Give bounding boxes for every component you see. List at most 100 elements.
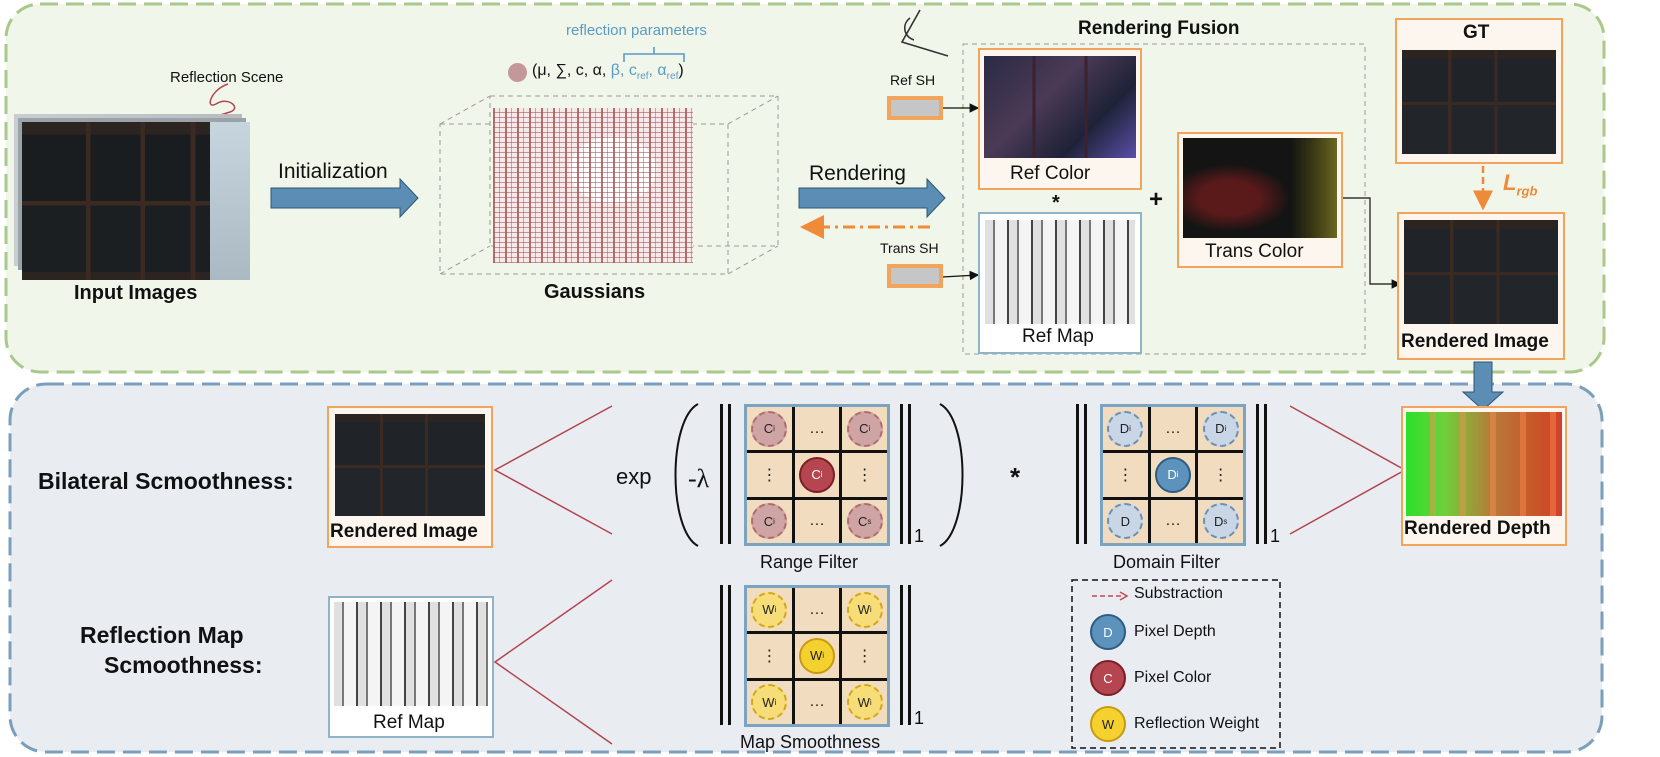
gt-label: GT: [1463, 22, 1490, 43]
filter-multiply: *: [1010, 462, 1021, 492]
bottom-rendered-image: [335, 414, 485, 516]
ref-color-label: Ref Color: [1010, 163, 1091, 184]
rendered-depth-label: Rendered Depth: [1404, 518, 1551, 539]
reflection-map-label-line1: Reflection Map: [80, 622, 244, 648]
legend-box: [1071, 579, 1281, 749]
camera-icon: [900, 9, 949, 57]
param-bracket: [623, 47, 685, 62]
rendered-image: [1404, 220, 1558, 324]
ref-map-image: [985, 220, 1135, 324]
ref-color-image: [984, 56, 1136, 158]
fusion-plus: +: [1149, 186, 1164, 213]
bottom-ref-map-image: [334, 602, 488, 706]
legend-pixel-color-label: Pixel Color: [1134, 669, 1212, 686]
reflection-scene-label: Reflection Scene: [170, 69, 284, 86]
legend-pixel-depth-icon: D: [1090, 614, 1126, 650]
legend-pixel-color-icon: C: [1090, 660, 1126, 696]
rendering-arrow: [798, 177, 946, 219]
range-cell-7: …: [794, 499, 840, 543]
gaussians-label: Gaussians: [544, 281, 646, 303]
map-ellipsis: ⋮: [761, 647, 778, 665]
legend-subtraction-label: Substraction: [1134, 585, 1223, 602]
range-cell-5: ⋮: [842, 453, 887, 497]
trans-color-image: [1183, 138, 1337, 238]
legend-reflection-weight-label: Reflection Weight: [1134, 715, 1260, 732]
range-cell-1: …: [794, 407, 840, 451]
bottom-ref-map-label: Ref Map: [373, 712, 445, 733]
map-cell-3: ⋮: [747, 634, 792, 678]
rendered-image-label: Rendered Image: [1401, 331, 1549, 352]
fusion-multiply: *: [1052, 192, 1060, 214]
domain-cell-6: D: [1103, 499, 1148, 543]
legend-pixel-depth-label: Pixel Depth: [1134, 623, 1216, 640]
domain-cell-5: ⋮: [1198, 453, 1243, 497]
domain-ellipsis: ⋮: [1117, 466, 1134, 484]
domain-norm-sub: 1: [1270, 526, 1281, 546]
range-norm-sub: 1: [914, 526, 925, 546]
legend-reflection-weight-icon: W: [1090, 706, 1126, 742]
domain-cell-3: ⋮: [1103, 453, 1148, 497]
range-ellipsis: ⋮: [761, 466, 778, 484]
reflection-parameters-label: reflection parameters: [566, 22, 707, 39]
ref-map-label: Ref Map: [1022, 326, 1094, 347]
domain-ellipsis: ⋮: [1212, 466, 1229, 484]
rendering-fusion-title: Rendering Fusion: [1078, 18, 1240, 39]
initialization-label: Initialization: [278, 160, 388, 183]
map-norm-sub: 1: [914, 708, 925, 728]
gaussian-params: (μ, ∑, c, α, β, cref, αref): [532, 62, 684, 83]
domain-cell-1: …: [1150, 407, 1196, 451]
domain-ellipsis: …: [1164, 512, 1181, 530]
trans-sh-block: [887, 264, 943, 288]
input-images-label: Input Images: [74, 282, 198, 304]
reflection-map-label-line2: Scmoothness:: [104, 652, 263, 678]
depth-down-arrow: [1461, 361, 1505, 411]
domain-filter-label: Domain Filter: [1113, 552, 1221, 572]
trans-color-label: Trans Color: [1205, 241, 1304, 262]
range-filter-label: Range Filter: [760, 552, 859, 572]
map-cell-7: …: [794, 680, 840, 724]
ref-sh-block: [887, 96, 943, 120]
ref-sh-label: Ref SH: [890, 72, 936, 88]
range-ellipsis: …: [808, 512, 825, 530]
rendered-depth-image: [1406, 412, 1562, 516]
neg-lambda-label: -λ: [688, 464, 710, 493]
bilateral-smoothness-label: Bilateral Scmoothness:: [38, 468, 294, 494]
map-ellipsis: …: [808, 693, 825, 711]
rendering-fusion-box: [962, 43, 1366, 355]
map-ellipsis: ⋮: [856, 647, 873, 665]
map-ellipsis: …: [808, 600, 825, 618]
loss-label: Lrgb: [1503, 170, 1538, 199]
range-cell-3: ⋮: [747, 453, 792, 497]
initialization-arrow: [270, 177, 419, 219]
trans-sh-label: Trans SH: [880, 240, 939, 256]
domain-ellipsis: …: [1164, 419, 1181, 437]
gaussian-point-cloud: [493, 108, 693, 263]
domain-cell-7: …: [1150, 499, 1196, 543]
input-image-front: [22, 122, 250, 280]
map-cell-5: ⋮: [842, 634, 887, 678]
gt-image: [1402, 50, 1556, 154]
